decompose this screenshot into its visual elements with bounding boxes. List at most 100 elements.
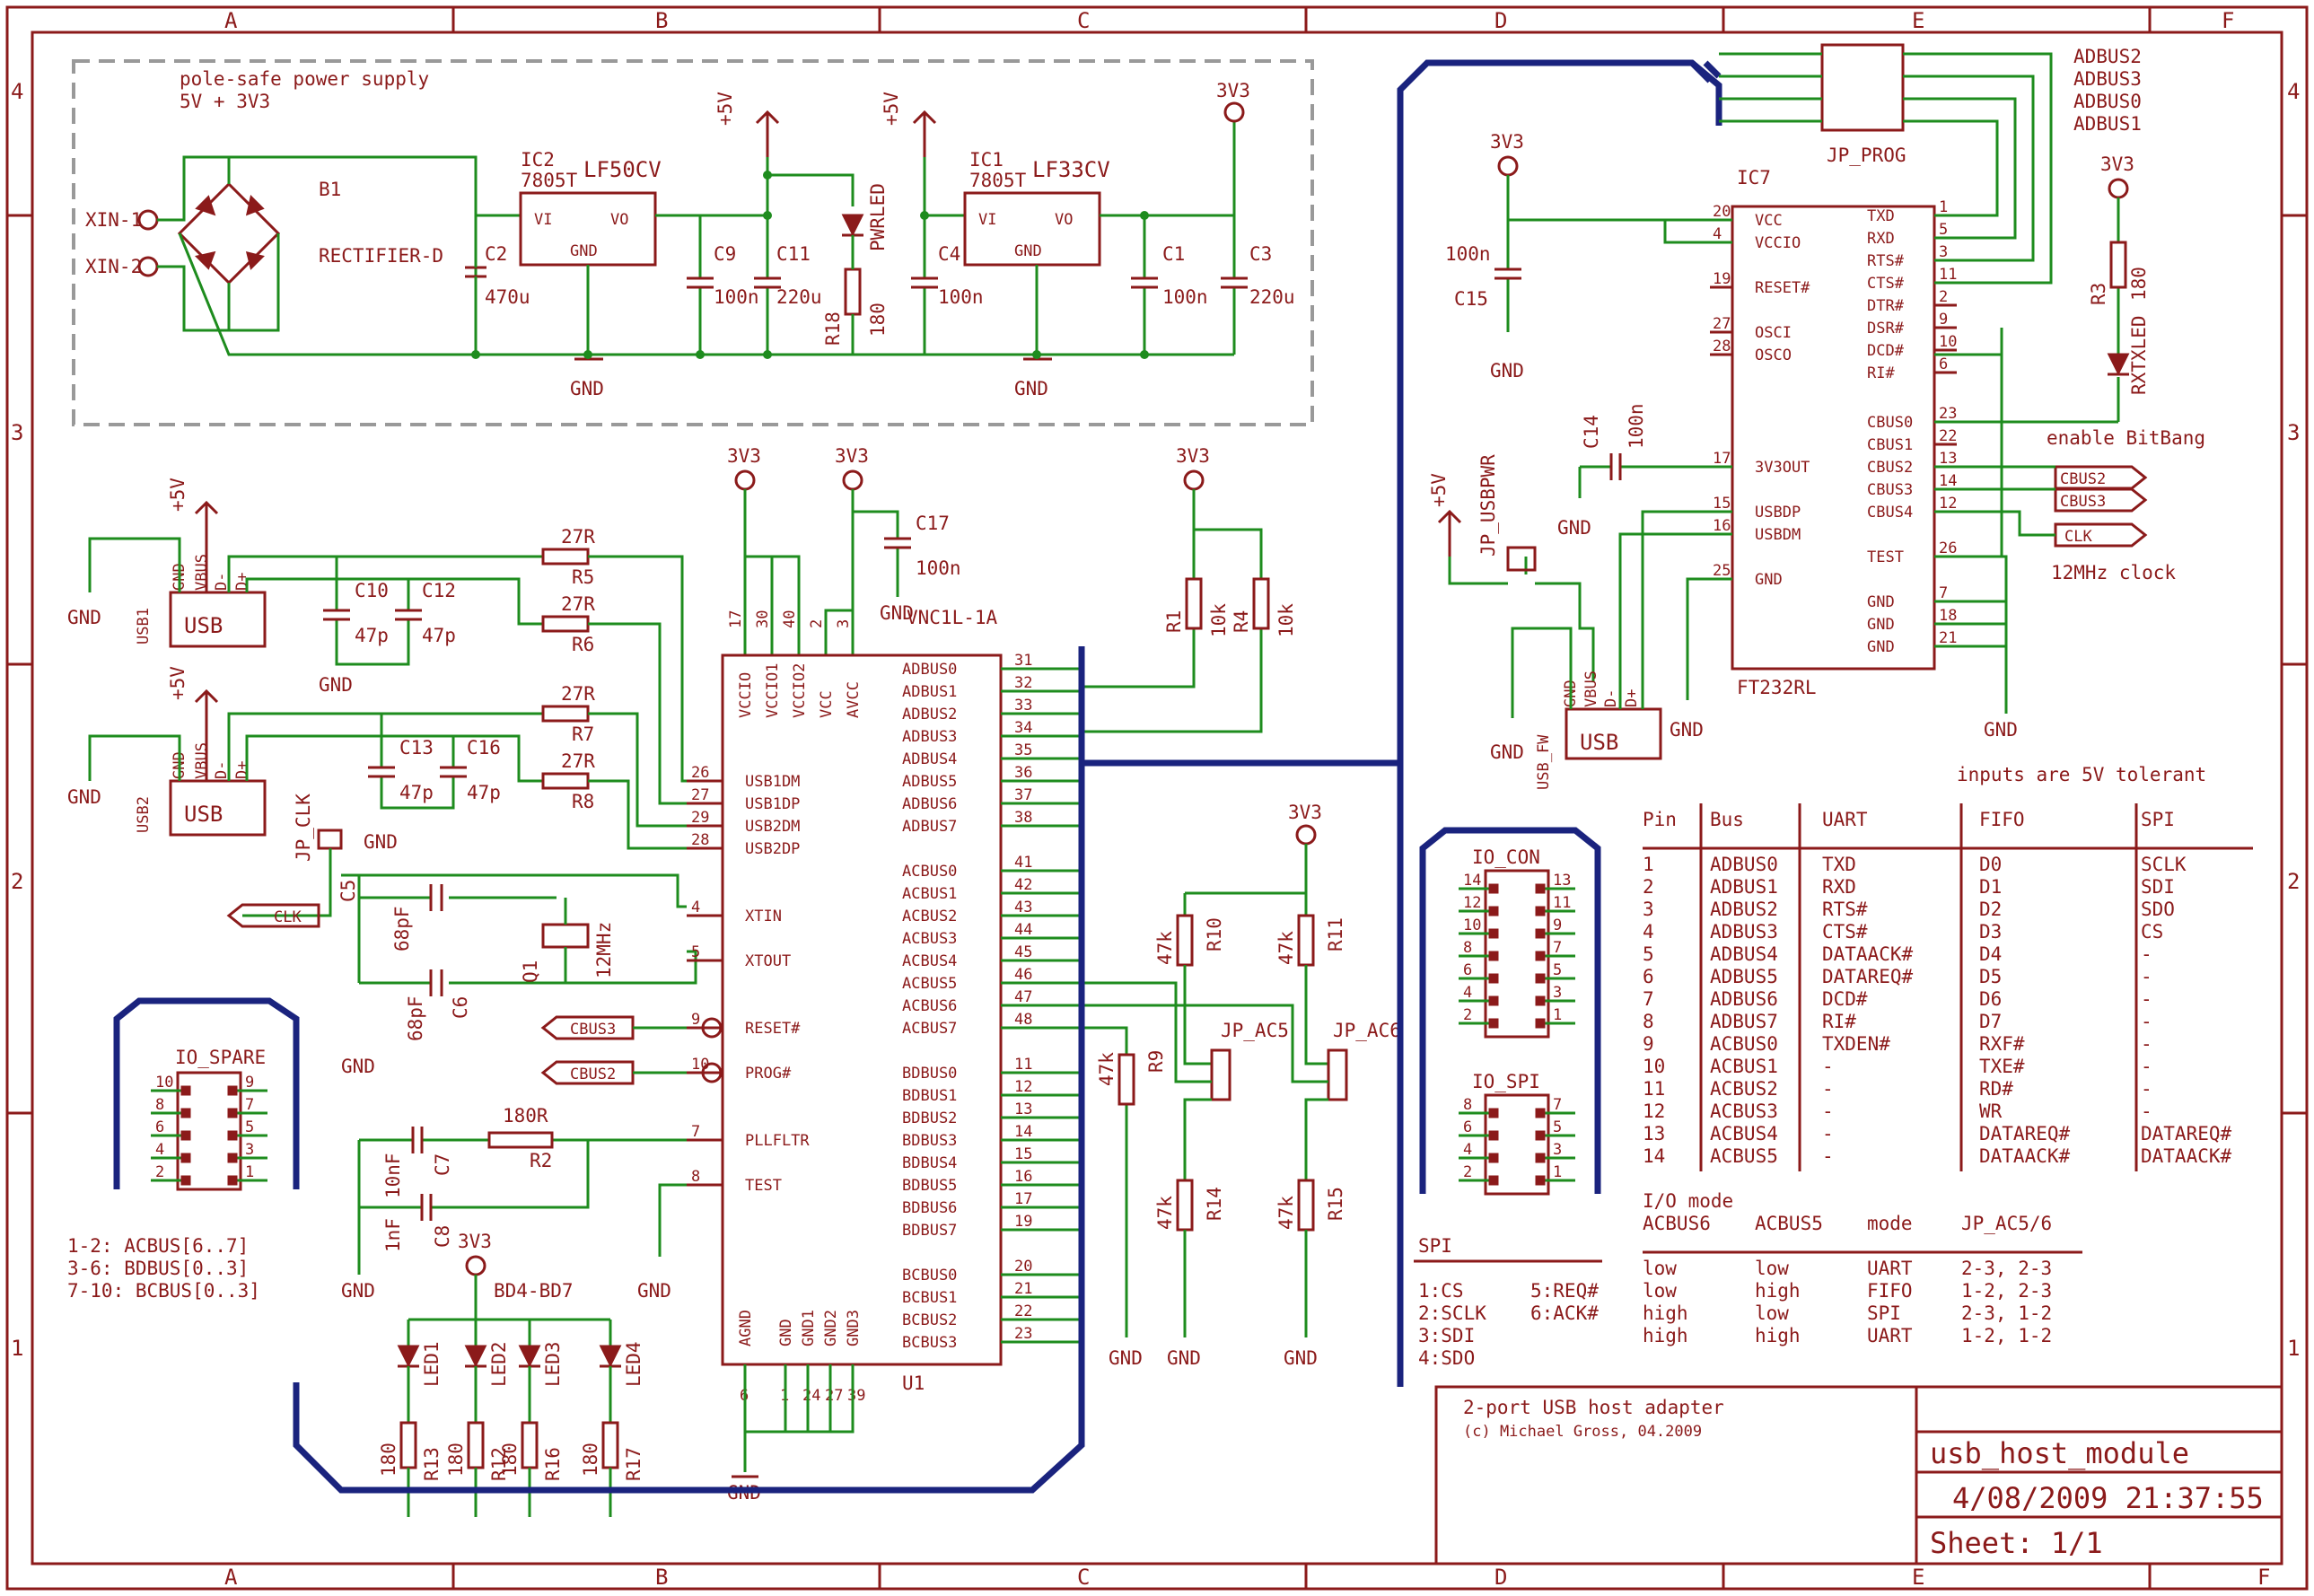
- table-cell: 6: [1643, 966, 1654, 987]
- table-cell: ADBUS0: [1710, 854, 1778, 875]
- table-cell: CS: [2141, 921, 2163, 943]
- u1-right-pin-label: ACBUS6: [902, 997, 957, 1015]
- io-con-pin-pad: [1488, 951, 1499, 961]
- ic2-label: IC2: [521, 149, 555, 171]
- ft-left-pin-label: GND: [1755, 571, 1783, 589]
- io-table-cell: 2-3, 2-3: [1961, 1258, 2052, 1279]
- spi-title: SPI: [1418, 1235, 1452, 1257]
- usb1-dm: D-: [213, 573, 231, 591]
- adbus3-label: ADBUS3: [2073, 68, 2142, 90]
- col-a-top: A: [224, 8, 238, 33]
- ft-cbus3-port: CBUS3: [2060, 493, 2106, 511]
- bd-label: BD4-BD7: [494, 1280, 574, 1302]
- r7-value: 27R: [561, 683, 595, 705]
- table-cell: -: [2141, 1101, 2152, 1122]
- power-supply-section: pole-safe power supply 5V + 3V3 XIN-1 XI…: [72, 59, 1314, 426]
- table-cell: 5: [1643, 943, 1654, 965]
- c10-gnd: GND: [319, 674, 353, 696]
- u1-left-pin-label: XTIN: [745, 908, 782, 925]
- table-cell: -: [1822, 1056, 1834, 1077]
- io-table-cell: low: [1643, 1280, 1677, 1302]
- u1-right-pin-label: ACBUS5: [902, 975, 957, 993]
- ft-right-pin-label: CTS#: [1867, 275, 1905, 293]
- c12-label: C12: [422, 580, 456, 601]
- table-cell: 14: [1643, 1145, 1665, 1167]
- c14-gnd: GND: [1557, 517, 1591, 539]
- table-cell: ACBUS1: [1710, 1056, 1778, 1077]
- u1-top-pin-number: 2: [808, 619, 826, 628]
- io-spi-pin-pad: [1535, 1153, 1546, 1163]
- r10-value: 47k: [1154, 931, 1176, 965]
- io-con-pin-pad: [1535, 928, 1546, 939]
- u1-vnc1l: U1 VNC1L-1A VCCIO17VCCIO130VCCIO240VCC2A…: [687, 607, 1082, 1504]
- io-spare-note-2: 3-6: BDBUS[0..3]: [67, 1258, 249, 1279]
- ft-right-pin-number: 26: [1939, 539, 1957, 557]
- table-cell: ADBUS5: [1710, 966, 1778, 987]
- ic1-vi: VI: [978, 211, 996, 229]
- ft-right-pin-label: DCD#: [1867, 342, 1905, 360]
- io-spare-pin-number: 7: [245, 1096, 254, 1114]
- ft-left-pin-label: USBDP: [1755, 504, 1801, 522]
- table-cell: SDI: [2141, 876, 2175, 898]
- u1-bottom-pin-number: 24: [802, 1387, 820, 1405]
- ft-right-pin-label: CBUS4: [1867, 504, 1913, 522]
- u1-right-pin-label: ADBUS1: [902, 683, 957, 701]
- u1-right-pin-number: 23: [1014, 1325, 1032, 1343]
- cbus2-port: CBUS2: [570, 1065, 616, 1083]
- ft-left-pin-number: 19: [1713, 270, 1731, 288]
- gnd-ic1: GND: [1014, 378, 1048, 399]
- io-con-pin-number: 6: [1463, 961, 1472, 979]
- r9-value: 47k: [1096, 1052, 1118, 1086]
- io-spare-pin-number: 9: [245, 1074, 254, 1092]
- u1-top-pin-label: VCCIO1: [764, 663, 782, 718]
- table-cell: -: [2141, 966, 2152, 987]
- c13-label: C13: [399, 737, 434, 759]
- c11-label: C11: [776, 243, 811, 265]
- u1-right-pin-number: 44: [1014, 921, 1032, 939]
- ft-cbus2-port: CBUS2: [2060, 470, 2106, 488]
- xin2-label: XIN-2: [85, 256, 142, 277]
- r14-gnd: GND: [1167, 1347, 1201, 1369]
- ft-left-pin-number: 4: [1713, 225, 1722, 243]
- io-table-cell: 1-2, 2-3: [1961, 1280, 2052, 1302]
- c16-label: C16: [467, 737, 501, 759]
- io-con-pin-pad: [1488, 928, 1499, 939]
- ft-right-pin-label: CBUS1: [1867, 436, 1913, 454]
- bitbang-label: enable BitBang: [2047, 427, 2205, 449]
- jp-prog-label: JP_PROG: [1827, 145, 1906, 166]
- ft-right-pin-number: 2: [1939, 288, 1948, 306]
- ft-right-pin-label: GND: [1867, 638, 1895, 656]
- c17-gnd: GND: [880, 602, 914, 624]
- r8-label: R8: [572, 791, 594, 812]
- r1-value: 10k: [1208, 603, 1230, 637]
- table-cell: DATAACK#: [1979, 1145, 2071, 1167]
- ft-right-pin-number: 1: [1939, 198, 1948, 216]
- table-header: FIFO: [1979, 809, 2025, 830]
- u1-right-pin-number: 46: [1014, 966, 1032, 984]
- table-cell: ACBUS0: [1710, 1033, 1778, 1055]
- u1-right-pin-label: BCBUS0: [902, 1267, 957, 1285]
- r6-value: 27R: [561, 593, 595, 615]
- table-cell: RD#: [1979, 1078, 2013, 1100]
- usb1-label: USB1: [135, 608, 153, 645]
- u1-part: VNC1L-1A: [907, 607, 998, 628]
- col-e-top: E: [1912, 8, 1924, 33]
- io-table-cell: SPI: [1867, 1302, 1901, 1324]
- c10-label: C10: [355, 580, 389, 601]
- c13-value: 47p: [399, 782, 434, 803]
- c9-value: 100n: [714, 286, 759, 308]
- io-mode-title: I/O mode: [1643, 1190, 1733, 1212]
- r13-label: R13: [421, 1447, 443, 1481]
- sheet-number: Sheet: 1/1: [1930, 1526, 2103, 1560]
- table-cell: -: [2141, 1056, 2152, 1077]
- table-cell: D2: [1979, 899, 2002, 920]
- cbus3-port: CBUS3: [570, 1021, 616, 1039]
- col-e-bottom: E: [1912, 1565, 1924, 1590]
- io-table-cell: UART: [1867, 1258, 1913, 1279]
- jp-ac5-label: JP_AC5: [1221, 1020, 1289, 1041]
- drawing-frame: A B C D E F A B C D E F 4 3 2 1 4 3 2 1: [5, 5, 2309, 1591]
- io-con-pin-pad: [1535, 1018, 1546, 1029]
- col-d-top: D: [1494, 8, 1507, 33]
- io-table-cell: high: [1643, 1302, 1688, 1324]
- ft-right-pin-number: 7: [1939, 584, 1948, 602]
